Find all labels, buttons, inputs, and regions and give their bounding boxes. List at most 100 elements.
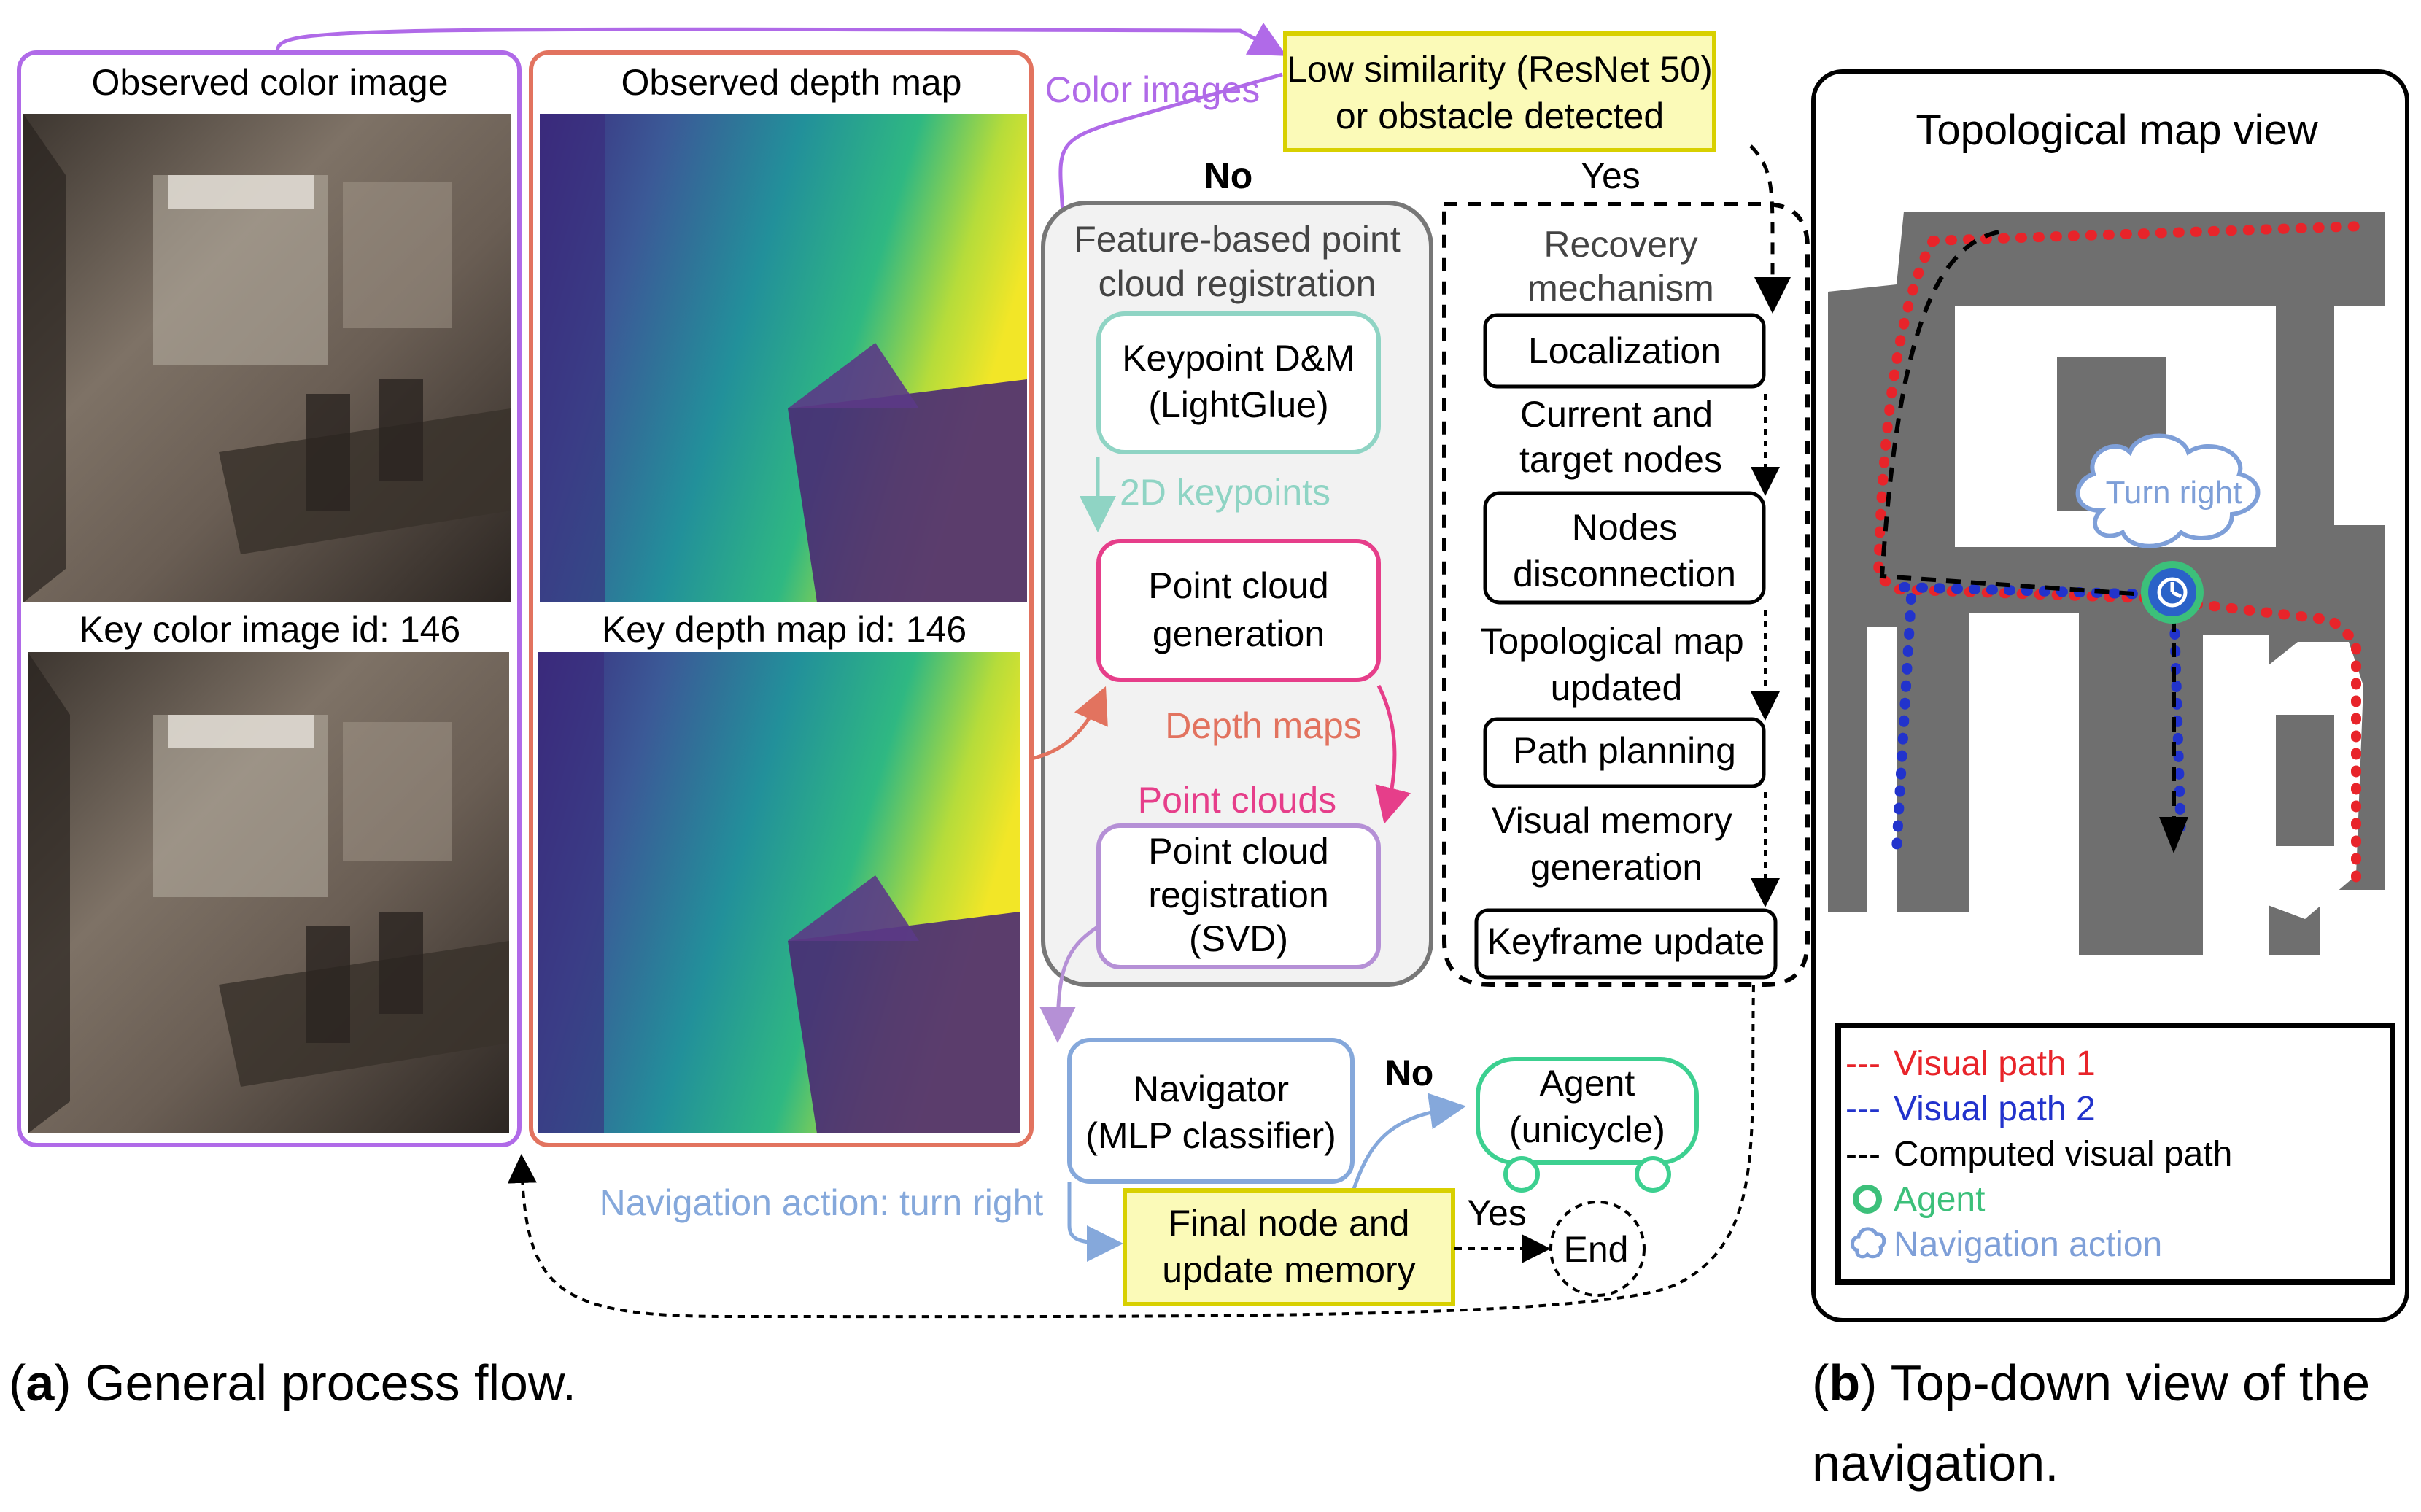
current-target-line-2: target nodes [1519,439,1722,480]
keypoint-box [1096,311,1381,454]
legend-item: Navigation action [1851,1225,2162,1264]
path-planning-label: Path planning [1513,730,1736,771]
legend-line-marker: --- [1845,1135,1880,1174]
key-depth-map-title: Key depth map id: 146 [602,609,967,650]
keypoint-line-2: (LightGlue) [1148,384,1328,425]
agent-wheel-right [1635,1156,1671,1193]
current-target-line-1: Current and [1520,394,1713,435]
recovery-title-2: mechanism [1527,268,1714,309]
decision-line-2: or obstacle detected [1336,96,1664,136]
feedback-loop-arrow [507,984,1755,1319]
agent-line-1: Agent [1540,1063,1635,1104]
end-label: End [1564,1229,1629,1270]
final-node-box: Final node and update memory [1123,1188,1455,1306]
map-legend: ---Visual path 1---Visual path 2---Compu… [1835,1023,2395,1285]
legend-item: Agent [1853,1180,1985,1219]
keyframe-label: Keyframe update [1487,921,1765,962]
pc-reg-line-3: (SVD) [1189,918,1288,959]
key-depth-map [538,652,1020,1133]
agent-legend-icon [1853,1185,1882,1214]
recovery-group: Recovery mechanism Localization Current … [1442,202,1810,987]
color-image-title: Observed color image [91,62,448,103]
visual-memory-line-1: Visual memory [1492,800,1732,841]
caption-a: (a) General process flow. [9,1354,576,1411]
decision-box: Low similarity (ResNet 50) or obstacle d… [1283,31,1716,152]
pc-gen-line-2: generation [1153,613,1325,654]
yes-label-2: Yes [1467,1193,1527,1233]
point-clouds-arrow [1375,684,1411,824]
floor-plan [1828,212,2385,955]
depth-map-title: Observed depth map [621,62,962,103]
navigation-action-label: Navigation action: turn right [600,1182,1044,1223]
keypoints-2d-label: 2D keypoints [1120,472,1330,513]
color-image-frame [17,50,522,1147]
point-cloud-registration-box [1096,823,1381,969]
pc-reg-line-1: Point cloud [1148,831,1328,872]
legend-item: ---Visual path 2 [1845,1090,2096,1128]
registration-title-2: cloud registration [1099,263,1376,304]
depth-map-column: Observed depth map Key depth map id: 146 [529,50,1034,1147]
navigator-to-final-arrow [1067,1182,1123,1262]
depth-to-pc-arrow [1031,686,1108,761]
no-label-2: No [1385,1052,1434,1093]
caption-b-line-1: (b) Top-down view of the [1812,1354,2370,1411]
navigator-box: Navigator (MLP classifier) [1067,1038,1355,1184]
legend-item: --- Visual path 1 [1845,1044,2096,1083]
key-color-image [28,652,509,1133]
legend-label: Visual path 1 [1894,1044,2096,1083]
navigator-line-1: Navigator [1133,1069,1289,1109]
topological-map-panel: Topological map view Turn right [1811,69,2409,1322]
agent-marker [2141,561,2204,624]
disconnection-line-2: disconnection [1513,554,1736,594]
caption-b-line-2: navigation. [1812,1435,2059,1492]
end-node [1549,1201,1646,1297]
observed-depth-map [540,114,1027,602]
navigator-line-2: (MLP classifier) [1085,1115,1336,1156]
cloud-label: Turn right [2106,475,2242,511]
agent-line-2: (unicycle) [1509,1109,1665,1150]
observed-color-image [23,114,511,602]
legend-label: Agent [1894,1180,1985,1219]
point-cloud-generation-box [1096,539,1381,682]
point-clouds-label: Point clouds [1138,780,1336,821]
final-node-line-2: update memory [1162,1249,1415,1290]
registration-to-navigator-arrow [1039,924,1100,1043]
legend-line-marker: --- [1845,1090,1880,1128]
feature-registration-group: Feature-based point cloud registration K… [1041,201,1433,987]
visual-memory-line-2: generation [1530,847,1703,888]
legend-line-marker: --- [1845,1044,1880,1083]
depth-maps-label: Depth maps [1165,705,1362,746]
visual-path-2 [1891,582,2186,855]
legend-label: Computed visual path [1894,1135,2232,1174]
key-color-image-title: Key color image id: 146 [80,609,461,650]
cloud-legend-icon [1851,1227,1886,1259]
depth-map-frame [529,50,1034,1147]
turn-right-cloud: Turn right [2075,433,2261,548]
recovery-title-1: Recovery [1543,224,1697,265]
disconnection-line-1: Nodes [1572,507,1678,548]
pc-gen-line-1: Point cloud [1148,565,1328,606]
color-images-arrow-top [275,22,1287,56]
agent-wheel-left [1503,1156,1540,1193]
map-title: Topological map view [1916,106,2318,154]
path-planning-box [1483,717,1766,788]
visual-path-1 [1872,221,2368,884]
legend-label: Navigation action [1894,1225,2162,1264]
keypoint-line-1: Keypoint D&M [1122,338,1355,379]
localization-label: Localization [1528,330,1721,371]
disconnection-box [1483,491,1766,605]
decision-line-1: Low similarity (ResNet 50) [1287,49,1712,90]
yes-label: Yes [1581,155,1641,196]
registration-title-1: Feature-based point [1074,219,1401,260]
keyframe-box [1474,908,1778,980]
final-to-agent-arrow [1352,1093,1466,1190]
agent-box: Agent (unicycle) [1476,1057,1699,1193]
computed-visual-path [1879,230,2188,853]
pc-reg-line-2: registration [1148,875,1328,915]
no-label: No [1204,155,1253,196]
topo-updated-line-1: Topological map [1480,621,1743,662]
legend-item: --- Computed visual path [1845,1135,2232,1174]
color-image-column: Observed color image Key color image id:… [17,50,522,1147]
final-node-line-1: Final node and [1169,1203,1410,1244]
